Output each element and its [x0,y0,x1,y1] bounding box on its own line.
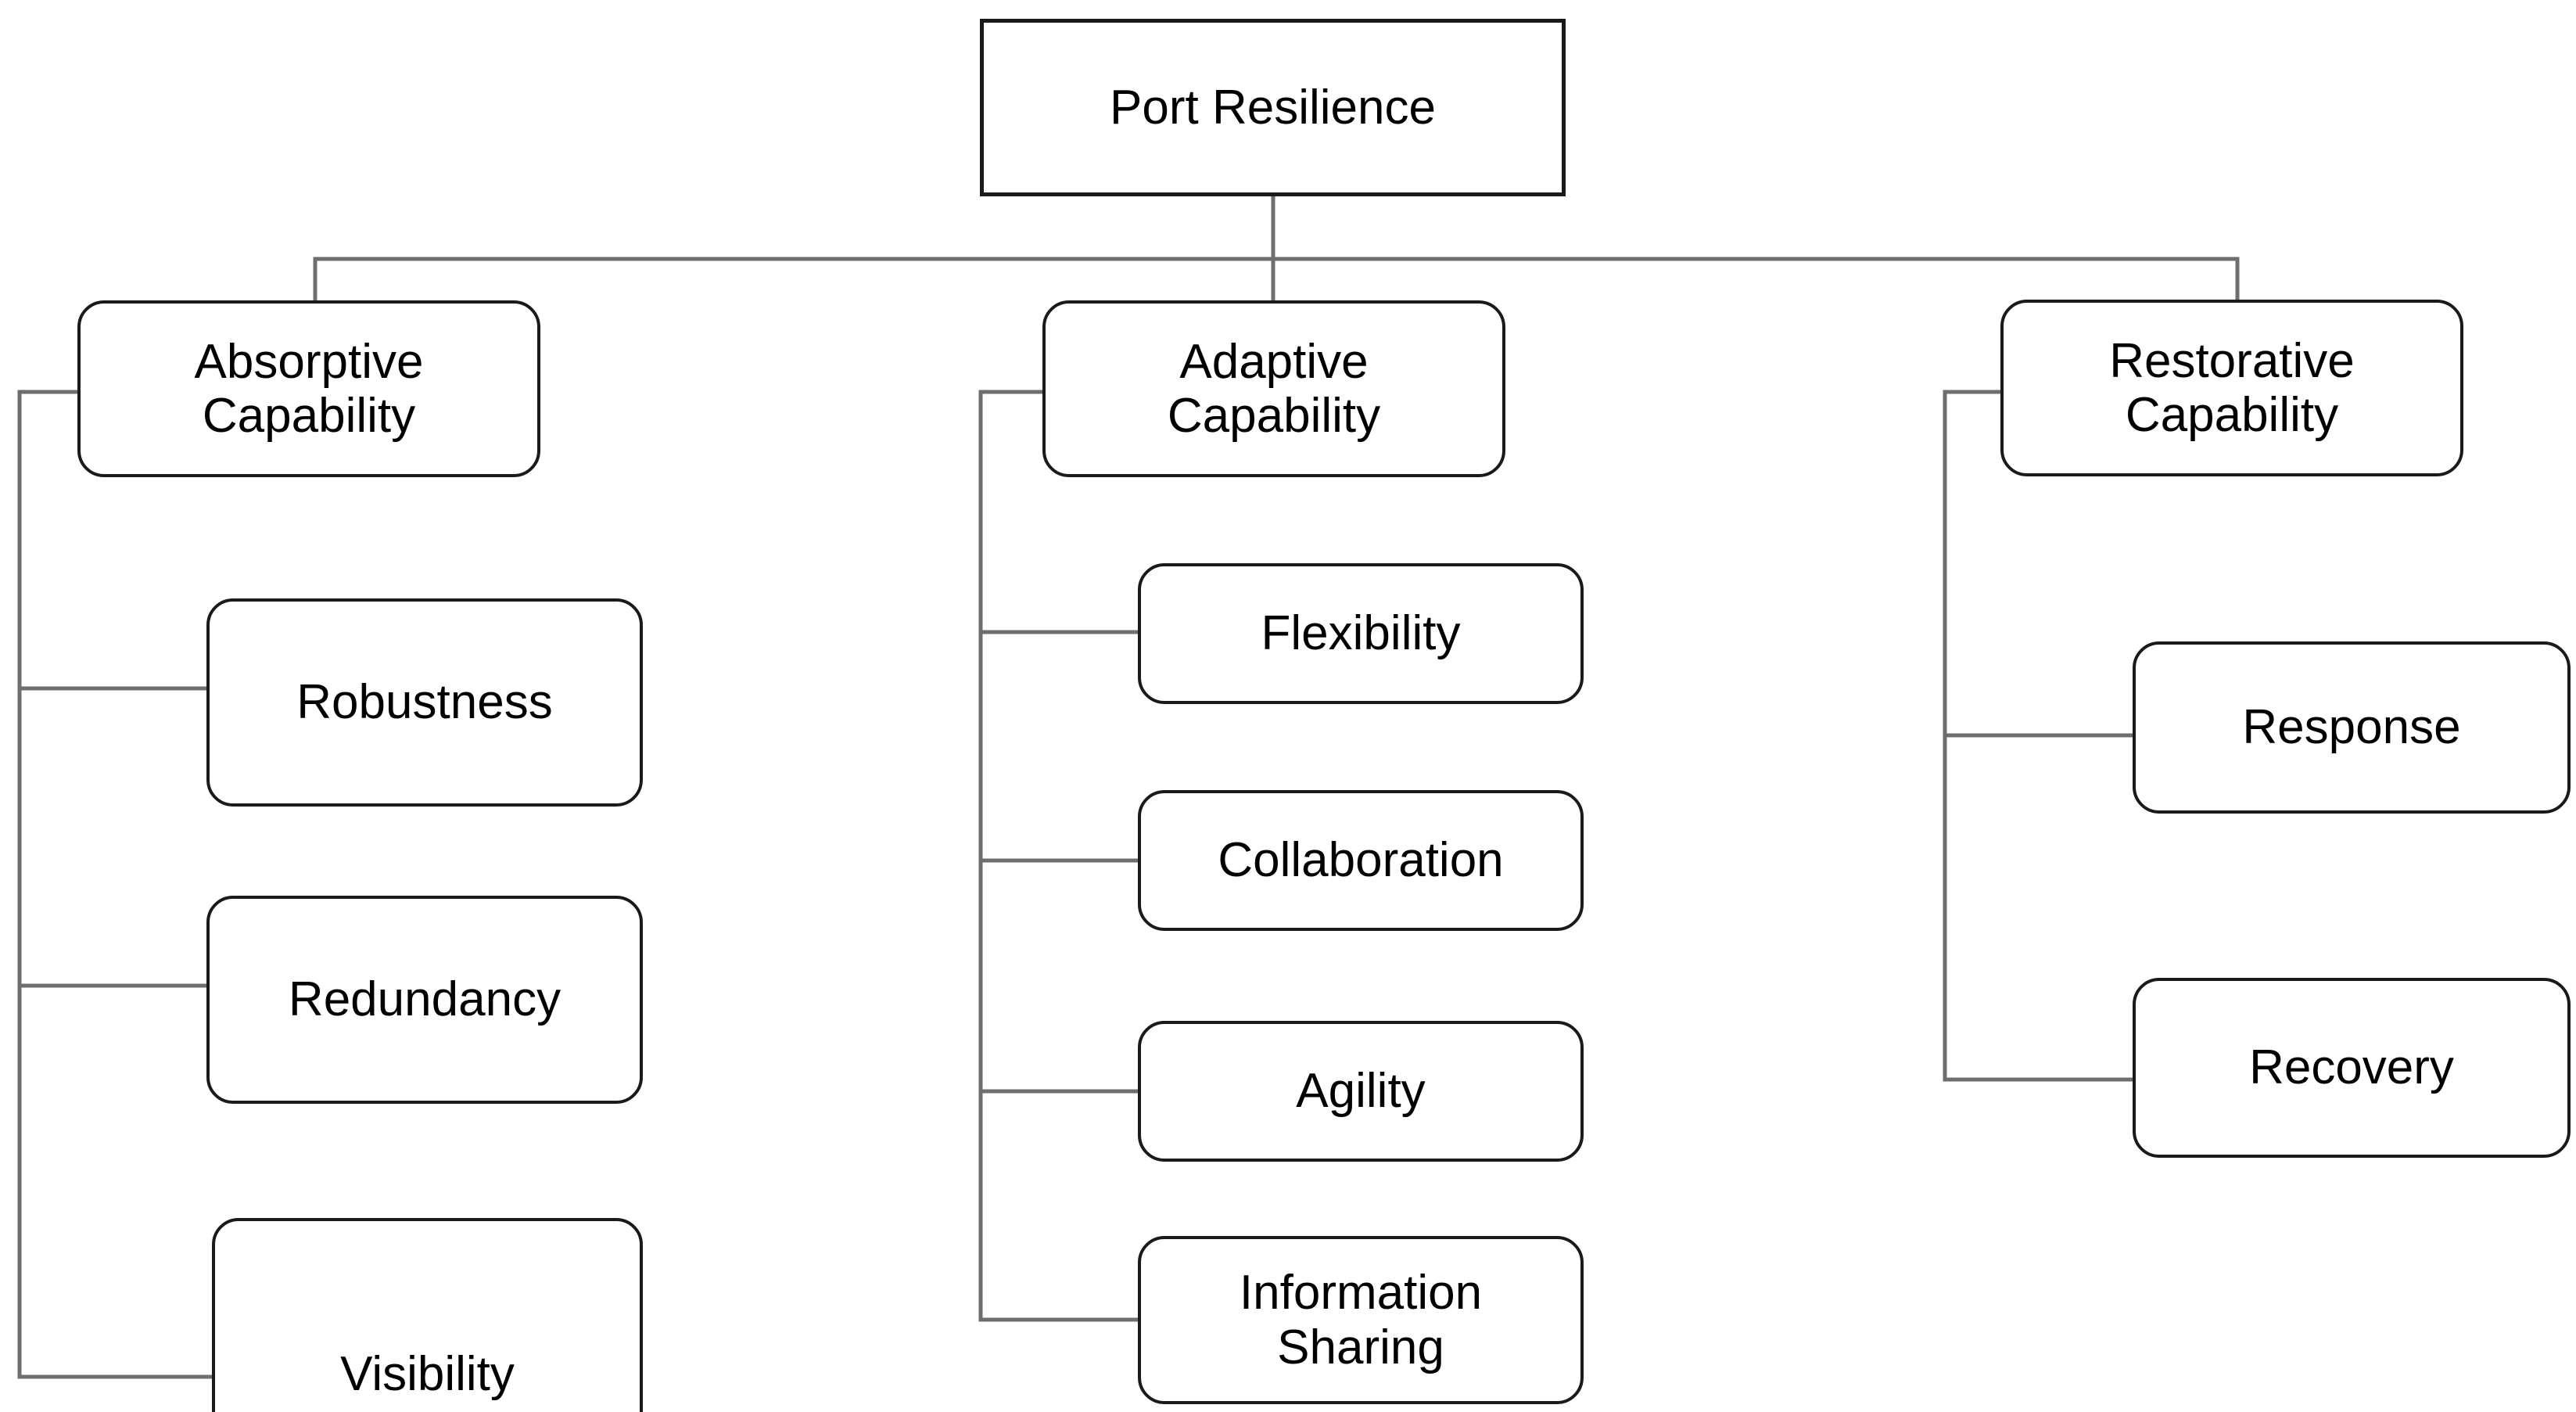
node-restorative-capability[interactable]: Restorative Capability [2000,300,2463,476]
node-information-sharing[interactable]: Information Sharing [1138,1236,1584,1404]
node-label: Restorative Capability [2109,333,2355,442]
node-label: Adaptive Capability [1167,334,1381,443]
node-label: Collaboration [1218,833,1504,888]
node-collaboration[interactable]: Collaboration [1138,790,1584,931]
node-label: Information Sharing [1239,1266,1483,1374]
node-agility[interactable]: Agility [1138,1021,1584,1162]
node-label: Redundancy [288,972,561,1027]
node-redundancy[interactable]: Redundancy [206,896,643,1104]
node-label: Response [2242,700,2461,755]
node-label: Visibility [340,1347,515,1402]
node-flexibility[interactable]: Flexibility [1138,563,1584,704]
node-label: Agility [1296,1064,1426,1119]
node-label: Robustness [296,675,553,730]
node-absorptive-capability[interactable]: Absorptive Capability [77,300,540,477]
node-label: Recovery [2249,1040,2454,1095]
node-recovery[interactable]: Recovery [2133,978,2571,1158]
node-adaptive-capability[interactable]: Adaptive Capability [1042,300,1505,477]
node-label: Port Resilience [1110,80,1436,135]
node-port-resilience[interactable]: Port Resilience [980,19,1566,196]
node-response[interactable]: Response [2133,641,2571,814]
node-robustness[interactable]: Robustness [206,598,643,807]
node-label: Absorptive Capability [194,334,424,443]
node-label: Flexibility [1261,606,1461,661]
node-visibility[interactable]: Visibility [212,1218,643,1412]
